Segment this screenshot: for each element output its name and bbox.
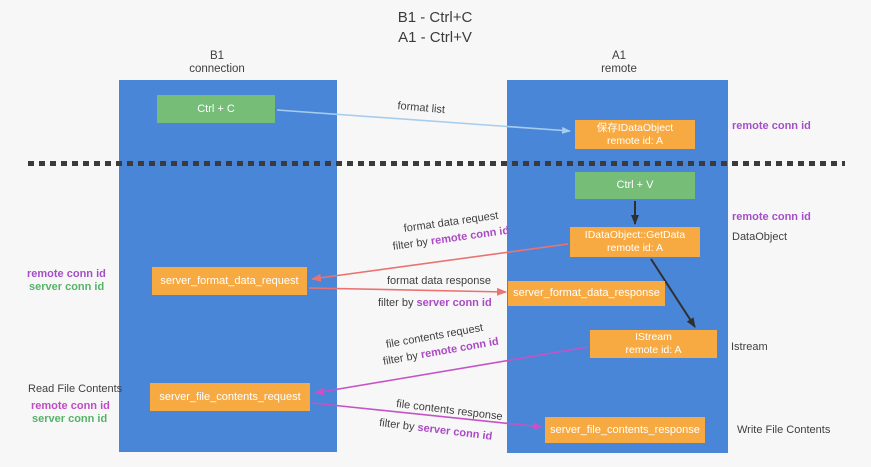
remote-conn-id-label-top-right: remote conn id — [732, 120, 811, 132]
left-lane-name: B1 — [209, 50, 225, 62]
filter-by-text: filter by — [378, 297, 417, 309]
remote-conn-id-label-left: remote conn id — [27, 268, 106, 280]
istream-side-label: Istream — [731, 341, 768, 353]
remote-conn-id-label-right: remote conn id — [732, 211, 811, 223]
ctrl-c-label: Ctrl + C — [197, 102, 235, 115]
right-lane-name: A1 — [611, 50, 627, 62]
right-lane-subtitle: remote — [601, 63, 637, 75]
file-contents-request-arrow — [314, 346, 589, 396]
save-dataobject-line2: remote id: A — [606, 134, 664, 147]
server-conn-id-label-bottom-left: server conn id — [32, 413, 108, 425]
server-format-data-response-label: server_format_data_response — [513, 287, 660, 299]
save-dataobject-line1: 保存IDataObject — [596, 121, 674, 134]
getdata-line1: IDataObject::GetData — [584, 229, 686, 241]
title-line-2: A1 - Ctrl+V — [398, 29, 472, 46]
file-contents-response-arrow — [311, 402, 543, 431]
format-data-request-arrow — [311, 243, 569, 282]
format-data-response-label: format data response — [387, 275, 491, 287]
format-data-response-arrow — [308, 287, 507, 296]
getdata-to-istream-arrow — [650, 258, 696, 328]
server-format-data-request-label: server_format_data_request — [160, 274, 299, 287]
ctrl-v-label: Ctrl + V — [616, 179, 654, 191]
server-format-data-response-node: server_format_data_response — [508, 281, 665, 306]
write-file-contents-label: Write File Contents — [737, 424, 831, 436]
dataobject-label: DataObject — [732, 231, 788, 243]
ctrl-v-node: Ctrl + V — [575, 172, 695, 199]
getdata-line2: remote id: A — [606, 242, 664, 254]
getdata-node: IDataObject::GetData remote id: A — [570, 227, 700, 257]
server-file-contents-request-node: server_file_contents_request — [150, 383, 310, 411]
format-list-arrow — [276, 109, 571, 134]
server-file-contents-response-node: server_file_contents_response — [545, 417, 705, 443]
dashed-divider — [28, 161, 845, 166]
save-dataobject-node: 保存IDataObject remote id: A — [575, 120, 695, 149]
server-file-contents-response-label: server_file_contents_response — [550, 423, 700, 436]
server-file-contents-request-label: server_file_contents_request — [159, 390, 301, 403]
format-data-response-filter-label: filter by server conn id — [378, 297, 492, 309]
read-file-contents-label: Read File Contents — [28, 383, 123, 395]
istream-line2: remote id: A — [625, 344, 682, 356]
title-line-1: B1 - Ctrl+C — [397, 9, 473, 26]
istream-node: IStream remote id: A — [590, 330, 717, 358]
server-conn-id-inline: server conn id — [416, 297, 492, 309]
left-lane-header: B1 connection — [147, 50, 287, 76]
ctrl-c-node: Ctrl + C — [157, 95, 275, 123]
remote-conn-id-label-bottom-left: remote conn id — [31, 400, 110, 412]
right-lane-header: A1 remote — [549, 50, 689, 76]
istream-line1: IStream — [635, 331, 672, 343]
server-conn-id-label-left: server conn id — [29, 281, 105, 293]
server-format-data-request-node: server_format_data_request — [152, 267, 307, 295]
left-lane-subtitle: connection — [189, 63, 245, 75]
diagram-title: B1 - Ctrl+C A1 - Ctrl+V — [330, 8, 540, 48]
